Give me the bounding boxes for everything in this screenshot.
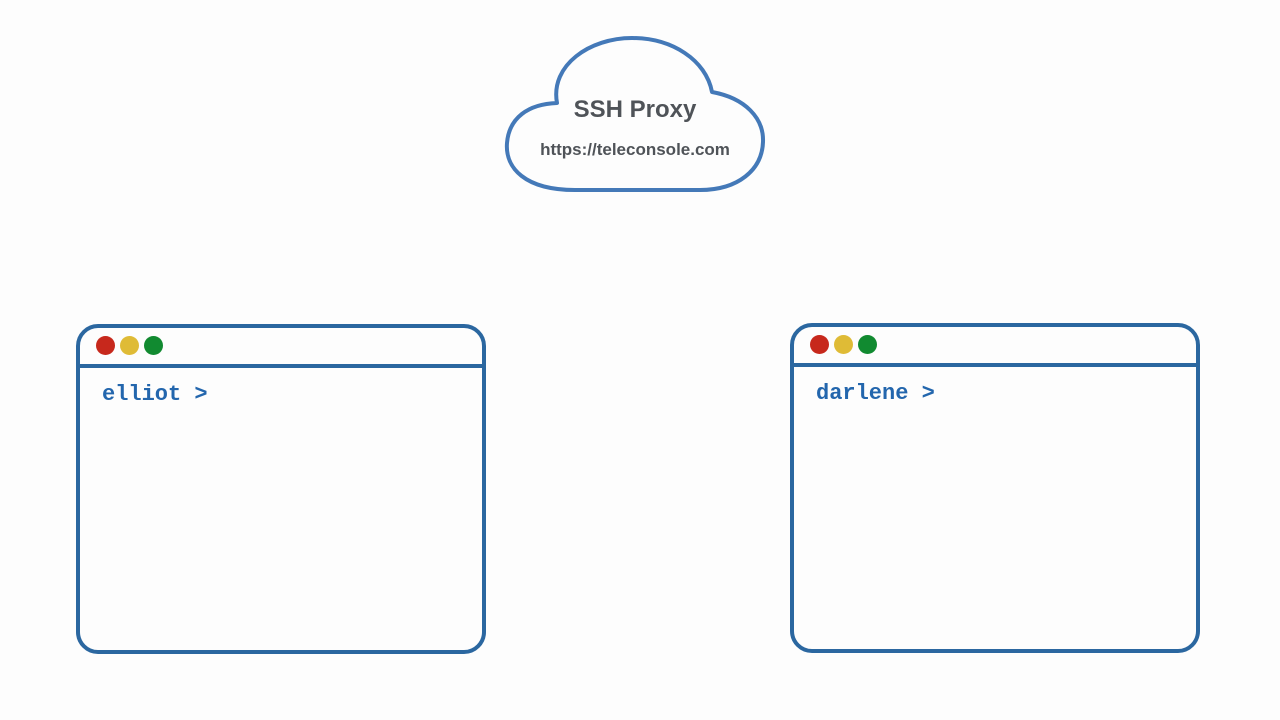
close-dot-icon[interactable] xyxy=(810,335,829,354)
close-dot-icon[interactable] xyxy=(96,336,115,355)
maximize-dot-icon[interactable] xyxy=(858,335,877,354)
minimize-dot-icon[interactable] xyxy=(834,335,853,354)
cloud-title: SSH Proxy xyxy=(573,96,697,123)
maximize-dot-icon[interactable] xyxy=(144,336,163,355)
cloud-outline xyxy=(504,36,766,192)
terminal-titlebar xyxy=(794,327,1196,367)
minimize-dot-icon[interactable] xyxy=(120,336,139,355)
terminal-titlebar xyxy=(80,328,482,368)
terminal-prompt-elliot[interactable]: elliot > xyxy=(102,382,208,407)
cloud-url: https://teleconsole.com xyxy=(540,140,730,159)
terminal-prompt-darlene[interactable]: darlene > xyxy=(816,381,935,406)
terminal-window-elliot: elliot > xyxy=(76,324,486,654)
terminal-window-darlene: darlene > xyxy=(790,323,1200,653)
